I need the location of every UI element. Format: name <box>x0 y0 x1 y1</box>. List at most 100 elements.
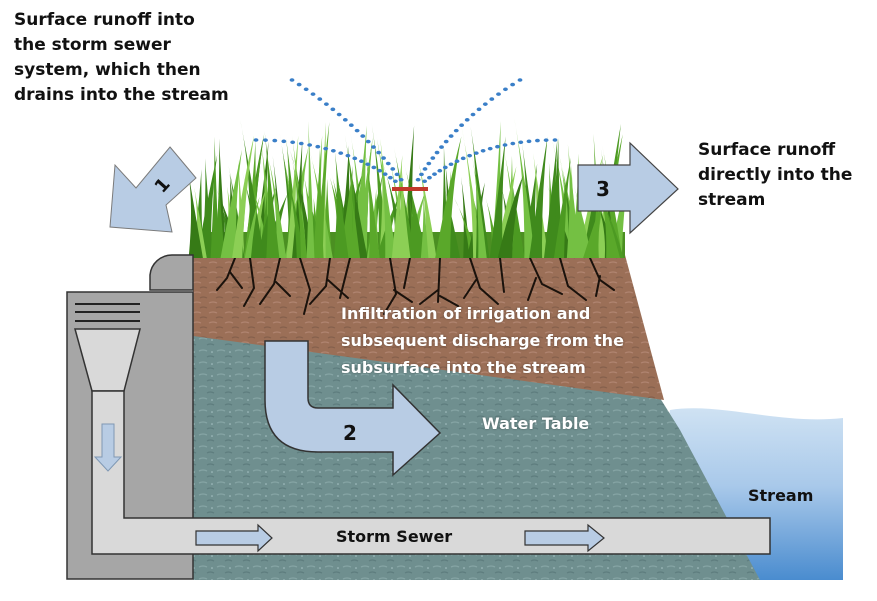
grass-blade <box>266 148 287 258</box>
spray-droplet <box>390 167 396 171</box>
spray-droplet <box>392 179 398 184</box>
grass-blade <box>188 172 203 258</box>
grass-blade <box>600 196 624 258</box>
spray-droplet <box>354 128 360 133</box>
spray-droplet <box>526 139 532 144</box>
down-flow-arrow <box>93 423 123 472</box>
spray-droplet <box>503 87 508 92</box>
spray-droplet <box>381 156 386 160</box>
spray-droplet <box>495 144 500 149</box>
spray-droplet <box>518 140 524 145</box>
spray-droplet <box>371 145 376 149</box>
spray-droplet <box>385 161 391 166</box>
spray-droplet <box>434 150 440 155</box>
spray-droplet <box>510 141 516 146</box>
spray-droplet <box>281 139 287 144</box>
spray-droplet <box>330 148 336 153</box>
arrow-2-number: 2 <box>343 421 357 445</box>
grass-blade <box>244 196 260 258</box>
grass-blade <box>264 130 280 258</box>
spray-droplet <box>338 151 344 155</box>
storm-sewer-label: Storm Sewer <box>336 527 453 546</box>
grass-blade <box>240 120 265 258</box>
grass-blade <box>210 136 219 258</box>
spray-droplet <box>476 107 482 112</box>
spray-droplet <box>360 134 366 138</box>
spray-droplet <box>430 156 436 160</box>
spray-droplet <box>460 156 466 161</box>
spray-droplet <box>263 138 268 142</box>
spray-droplet <box>323 146 329 151</box>
spray-droplet <box>330 107 336 112</box>
grass-blade <box>339 165 354 258</box>
spray-droplet <box>377 168 383 173</box>
spray-droplet <box>388 175 393 180</box>
spray-droplet <box>422 179 428 184</box>
grass-blade <box>471 154 487 258</box>
spray-droplet <box>365 139 371 144</box>
grass-blade <box>333 151 349 258</box>
spray-droplet <box>359 159 364 164</box>
spray-droplet <box>371 165 377 170</box>
grass-blade <box>318 122 326 258</box>
spray-droplet <box>487 146 493 151</box>
storm-sewer <box>66 254 771 580</box>
curb <box>149 254 194 291</box>
storm-drain-grate <box>75 303 140 322</box>
grass-blade <box>470 123 490 258</box>
spray-droplet <box>510 82 516 87</box>
grass-blade <box>201 158 214 258</box>
spray-droplet <box>307 143 313 147</box>
spray-droplet <box>394 172 400 177</box>
spray-droplet <box>432 172 437 176</box>
spray-droplet <box>348 123 354 128</box>
grass-blade <box>306 121 315 258</box>
spray-droplet <box>303 87 309 92</box>
grass-blade <box>395 165 411 258</box>
spray-droplet <box>345 153 351 158</box>
grass-blade <box>497 176 523 258</box>
soil-layer <box>193 255 664 400</box>
sprinkler-spray <box>253 78 558 184</box>
grass-blade <box>283 159 305 258</box>
pathway-1-arrow: 1 <box>109 146 197 233</box>
spray-droplet <box>473 151 479 155</box>
spray-droplet <box>489 97 495 101</box>
spray-droplet <box>365 162 371 167</box>
spray-droplet <box>448 162 454 167</box>
stream-label: Stream <box>748 486 814 505</box>
spray-droplet <box>415 177 421 182</box>
spray-droplet <box>317 97 323 101</box>
pathway-3-arrow: 3 <box>577 141 679 235</box>
grass-blade <box>220 149 242 258</box>
grass-blade <box>292 140 303 258</box>
spray-droplet <box>296 82 302 87</box>
spray-droplet <box>272 138 278 143</box>
spray-droplet <box>422 167 428 171</box>
grass-blade <box>461 124 482 258</box>
sewer-flow-arrow-1 <box>195 523 273 553</box>
grass-blade <box>553 157 571 258</box>
grass-blade <box>312 148 324 258</box>
spray-droplet <box>376 150 382 155</box>
spray-droplet <box>382 172 388 176</box>
spray-droplet <box>298 141 304 146</box>
spray-droplet <box>535 138 540 143</box>
spray-droplet <box>480 148 486 153</box>
grass-blade <box>232 135 255 258</box>
spray-droplet <box>437 168 443 173</box>
pathway-2-label: Infiltration of irrigation and subsequen… <box>341 304 624 377</box>
spray-droplet <box>502 143 508 147</box>
spray-droplet <box>467 153 473 158</box>
grass-blade <box>544 138 558 258</box>
spray-droplet <box>482 102 488 106</box>
spray-droplet <box>448 134 454 138</box>
grass-blade <box>514 118 535 258</box>
arrow-3-number: 3 <box>596 177 610 201</box>
spray-droplet <box>289 78 295 82</box>
grass-blade <box>529 136 548 258</box>
pathway-3-label: Surface runoff directly into the stream <box>698 140 853 210</box>
spray-droplet <box>398 177 404 182</box>
spray-droplet <box>459 123 465 128</box>
